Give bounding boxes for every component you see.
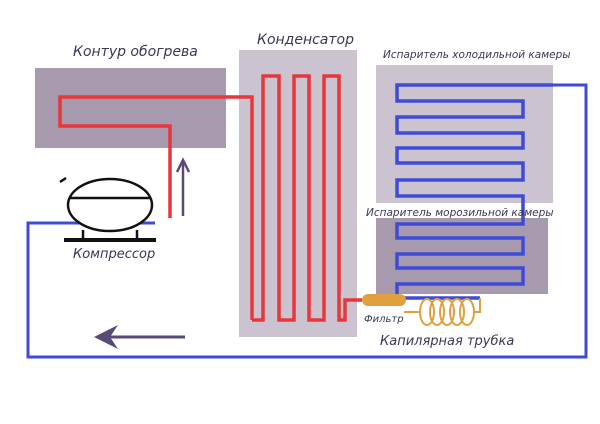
filter-capsule: [362, 294, 406, 306]
compressor-icon: [59, 176, 156, 242]
freezer-evaporator-panel: [376, 218, 548, 294]
label-filter: Фильтр: [364, 314, 404, 325]
return-pipe: [26, 83, 588, 359]
freezer-evaporator-coil: [395, 210, 525, 300]
label-freezer-evaporator: Испаритель морозильной камеры: [366, 207, 554, 219]
flow-left-arrow: [94, 325, 185, 349]
label-compressor: Компрессор: [73, 247, 155, 262]
label-heating-circuit: Контур обогрева: [73, 44, 198, 60]
heating-circuit-panel: [35, 68, 226, 148]
label-condenser: Конденсатор: [257, 32, 354, 48]
label-capillary-tube: Капилярная трубка: [380, 334, 514, 349]
condenser-coil: [252, 74, 362, 322]
fridge-evaporator-coil: [395, 83, 553, 210]
capillary-tube-coil: [404, 298, 481, 326]
flow-up-arrow: [175, 157, 191, 216]
heating-circuit-pipe: [58, 95, 254, 320]
label-fridge-evaporator: Испаритель холодильной камеры: [383, 49, 571, 61]
